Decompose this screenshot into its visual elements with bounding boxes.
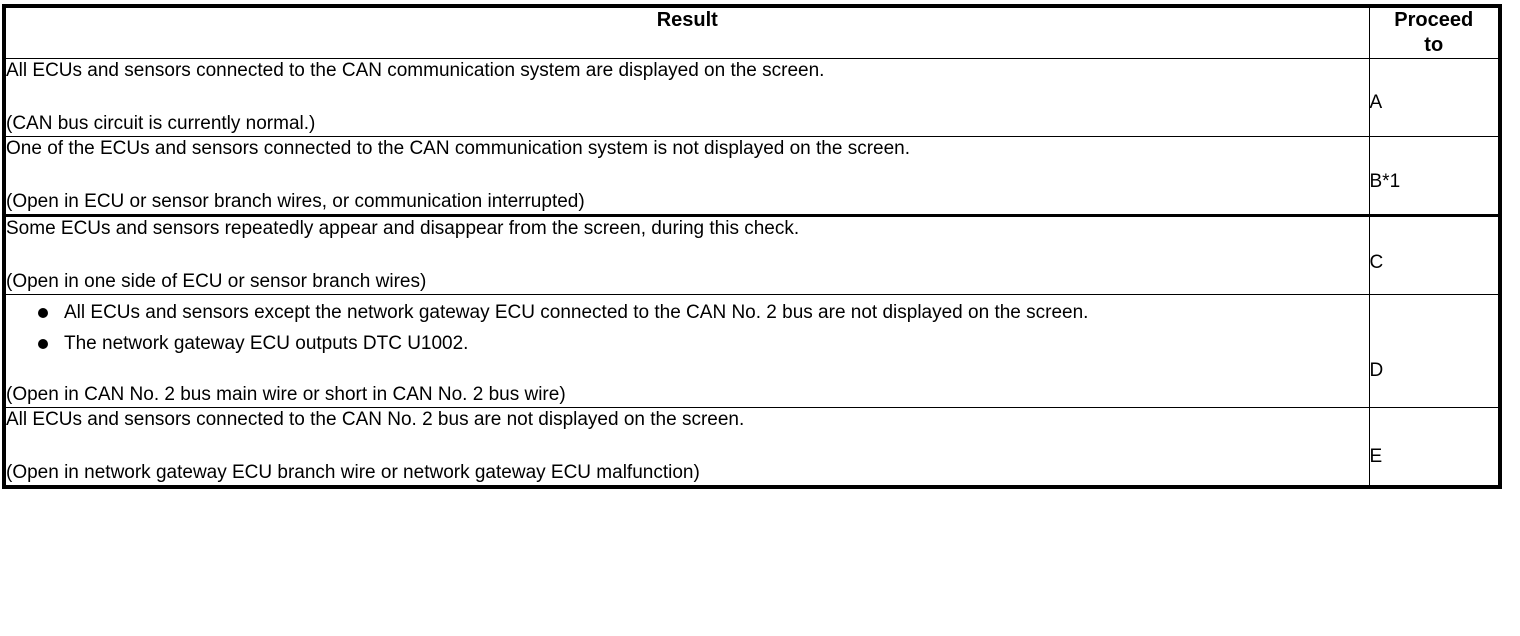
result-cell-c: Some ECUs and sensors repeatedly appear …: [4, 215, 1370, 295]
table-row: All ECUs and sensors connected to the CA…: [4, 407, 1500, 487]
proceed-value: D: [1369, 360, 1384, 381]
table-row: All ECUs and sensors connected to the CA…: [4, 58, 1500, 137]
proceed-value: E: [1369, 446, 1383, 467]
list-item-label: All ECUs and sensors except the network …: [64, 302, 1089, 323]
column-header-proceed-line2: to: [1424, 34, 1444, 56]
column-header-proceed-line1: Proceed: [1394, 9, 1474, 31]
table-row: Some ECUs and sensors repeatedly appear …: [4, 215, 1500, 295]
proceed-cell-a: A: [1368, 58, 1500, 137]
result-main-text: All ECUs and sensors connected to the CA…: [6, 409, 745, 430]
column-header-proceed-to: Proceed to: [1368, 5, 1500, 59]
proceed-cell-e: E: [1368, 407, 1500, 487]
result-main-text: All ECUs and sensors connected to the CA…: [6, 60, 825, 81]
result-bullet-list: All ECUs and sensors except the network …: [6, 297, 1369, 359]
list-item: The network gateway ECU outputs DTC U100…: [38, 328, 1369, 359]
result-main-text: One of the ECUs and sensors connected to…: [6, 138, 911, 159]
result-note-text: (Open in one side of ECU or sensor branc…: [6, 271, 427, 292]
table-header: Result Proceed to: [4, 5, 1500, 59]
proceed-cell-c: C: [1368, 215, 1500, 295]
column-header-result: Result: [4, 5, 1370, 59]
table-row: One of the ECUs and sensors connected to…: [4, 136, 1500, 217]
result-main-text: Some ECUs and sensors repeatedly appear …: [6, 218, 800, 239]
list-item-label: The network gateway ECU outputs DTC U100…: [64, 333, 469, 354]
table-header-row: Result Proceed to: [4, 5, 1500, 59]
result-note-text: (Open in network gateway ECU branch wire…: [6, 462, 700, 483]
bullet-icon: [38, 308, 48, 318]
list-item: All ECUs and sensors except the network …: [38, 297, 1369, 328]
proceed-cell-d: D: [1368, 294, 1500, 408]
table-body: All ECUs and sensors connected to the CA…: [4, 58, 1500, 487]
proceed-value: A: [1369, 92, 1383, 113]
result-note-text: (CAN bus circuit is currently normal.): [6, 113, 316, 134]
result-cell-d: All ECUs and sensors except the network …: [4, 294, 1370, 408]
result-cell-a: All ECUs and sensors connected to the CA…: [4, 58, 1370, 137]
result-note-text: (Open in CAN No. 2 bus main wire or shor…: [6, 384, 566, 405]
table-row: All ECUs and sensors except the network …: [4, 294, 1500, 408]
result-cell-b: One of the ECUs and sensors connected to…: [4, 136, 1370, 217]
bullet-icon: [38, 339, 48, 349]
result-cell-e: All ECUs and sensors connected to the CA…: [4, 407, 1370, 487]
proceed-value: C: [1369, 252, 1384, 273]
can-diagnosis-result-table: Result Proceed to All ECUs and sensors c…: [2, 4, 1502, 489]
proceed-cell-b: B*1: [1368, 136, 1500, 217]
proceed-value: B*1: [1369, 171, 1401, 192]
result-note-text: (Open in ECU or sensor branch wires, or …: [6, 191, 585, 212]
